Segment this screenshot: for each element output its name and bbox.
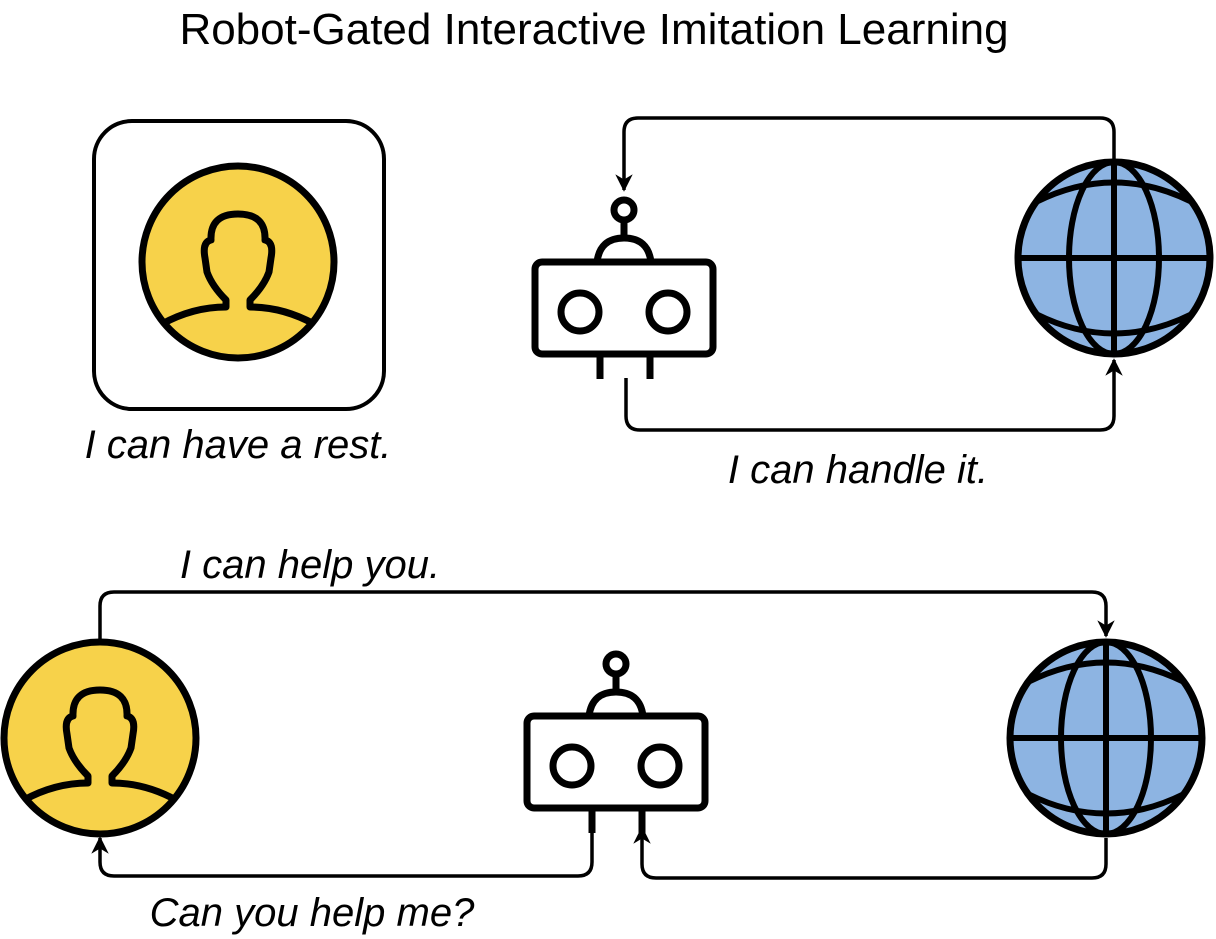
robot-caption: I can handle it. bbox=[728, 448, 988, 492]
environment-to-robot-arrow bbox=[633, 826, 1108, 880]
human-to-environment-arrow bbox=[98, 590, 1115, 640]
diagram-title: Robot-Gated Interactive Imitation Learni… bbox=[179, 5, 1008, 54]
human-icon bbox=[4, 642, 196, 834]
human-icon bbox=[142, 166, 334, 358]
globe-environment-icon bbox=[1018, 162, 1210, 354]
human-caption: I can have a rest. bbox=[85, 423, 392, 467]
globe-environment-icon bbox=[1010, 642, 1202, 834]
robot-to-human-arrow bbox=[91, 833, 594, 878]
robot-icon bbox=[535, 200, 713, 379]
environment-to-robot-arrow bbox=[615, 116, 1116, 192]
robot-to-environment-arrow bbox=[624, 358, 1123, 432]
robot-icon bbox=[527, 654, 705, 833]
robot-caption: Can you help me? bbox=[150, 891, 475, 935]
human-caption: I can help you. bbox=[180, 543, 440, 587]
top-scenario: I can have a rest. I can handle it. bbox=[85, 116, 1210, 492]
bottom-scenario: I can help you. Can you help me? bbox=[4, 543, 1202, 935]
